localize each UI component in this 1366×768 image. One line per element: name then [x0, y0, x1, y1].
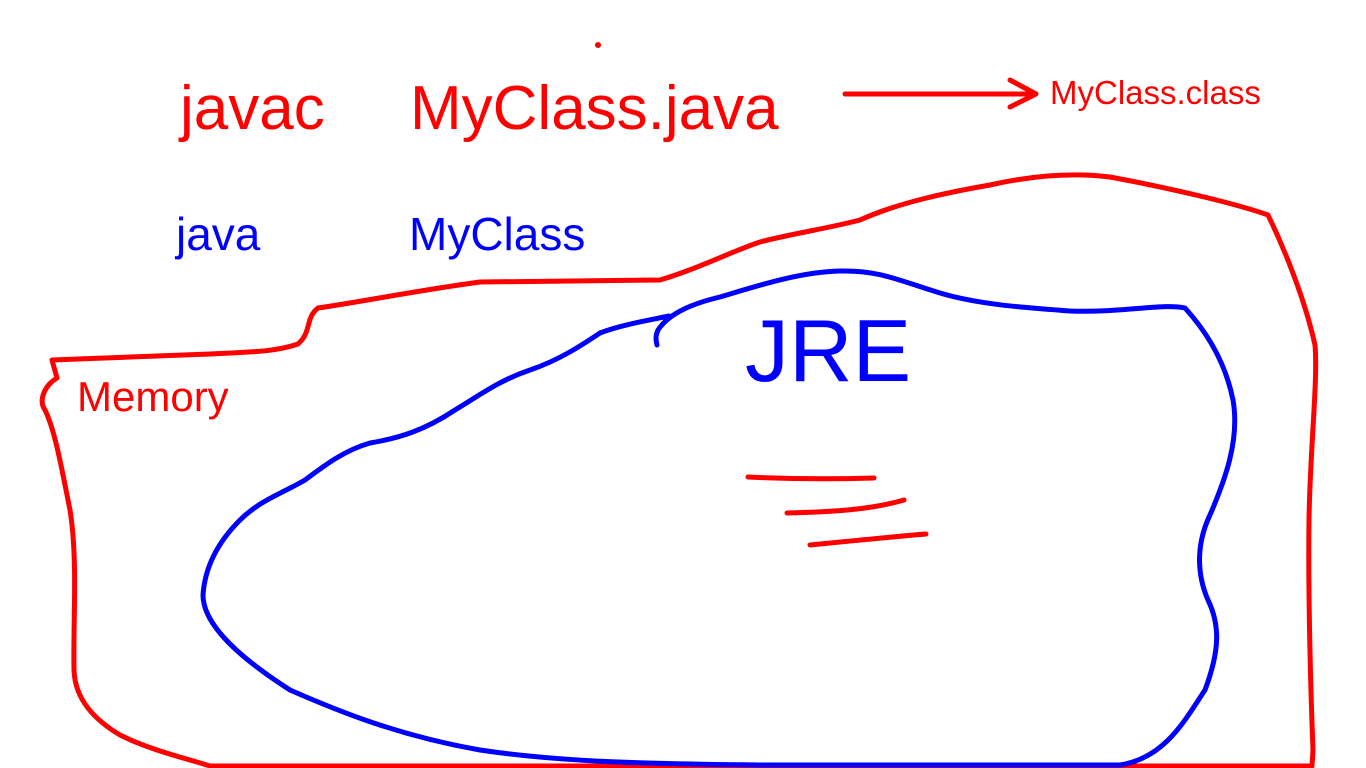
bytecode-line — [784, 497, 907, 516]
compile-command-label: javac — [180, 74, 325, 143]
memory-label: Memory — [77, 373, 229, 420]
compile-arrow — [842, 77, 1039, 110]
compiled-file-label: MyClass.class — [1050, 74, 1261, 111]
memory-outline — [39, 172, 1319, 768]
class-name-label: MyClass — [409, 208, 586, 260]
bytecode-line — [807, 531, 929, 548]
run-command-label: java — [176, 208, 261, 260]
source-file-label: MyClass.java — [410, 74, 779, 143]
bytecode-line — [745, 474, 877, 482]
compile-arrow-head — [1007, 77, 1039, 110]
jre-outline — [200, 268, 1238, 768]
stray-dot — [595, 42, 601, 48]
jre-label: JRE — [745, 301, 912, 400]
bytecode-lines — [745, 474, 929, 548]
